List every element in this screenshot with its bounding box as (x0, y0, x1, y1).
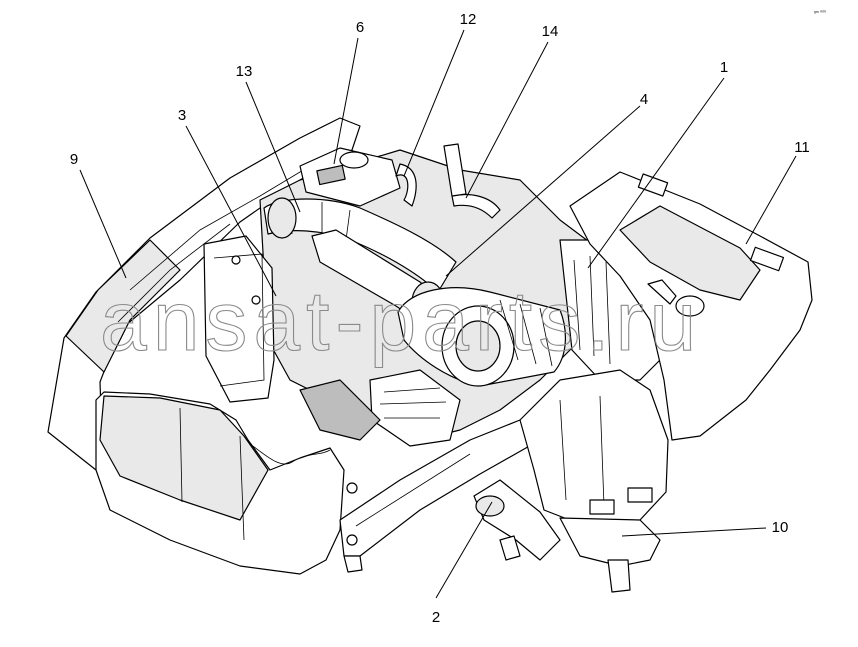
callout-1: 1 (720, 59, 728, 76)
corner-code: ᵍᵐ ⁰⁰⁰ (814, 10, 826, 16)
callout-9: 9 (70, 151, 78, 168)
frame-rail (339, 419, 541, 573)
callout-4: 4 (640, 91, 648, 108)
front-shroud (95, 391, 345, 575)
expansion-tank (299, 147, 401, 207)
leader-line-2 (435, 501, 493, 599)
leader-line-9 (79, 169, 127, 279)
coolant-hoses (395, 143, 501, 219)
leader-lines (79, 29, 797, 599)
callout-12: 12 (460, 11, 477, 28)
callout-10: 10 (772, 519, 789, 536)
leader-line-6 (333, 37, 359, 165)
leader-line-14 (465, 41, 549, 199)
leader-line-3 (185, 125, 277, 297)
leader-line-10 (621, 527, 767, 537)
leader-line-1 (587, 77, 725, 269)
watermark-text: ansat-parts.ru (100, 274, 702, 368)
callout-3: 3 (178, 107, 186, 124)
bracket-plate (203, 235, 275, 403)
leader-line-4 (445, 105, 641, 277)
callout-labels: 1 2 3 4 6 9 10 11 12 13 14 (70, 11, 810, 626)
callout-6: 6 (356, 19, 364, 36)
fuel-tank (569, 171, 813, 441)
callout-13: 13 (236, 63, 253, 80)
air-cleaner (397, 287, 566, 387)
radiator-tank (519, 369, 669, 593)
leader-line-12 (403, 29, 465, 177)
callout-2: 2 (432, 609, 440, 626)
leader-line-13 (245, 81, 301, 213)
callout-11: 11 (794, 139, 810, 156)
intake-pipe (263, 197, 457, 293)
leader-line-11 (745, 155, 797, 245)
callout-14: 14 (542, 23, 559, 40)
